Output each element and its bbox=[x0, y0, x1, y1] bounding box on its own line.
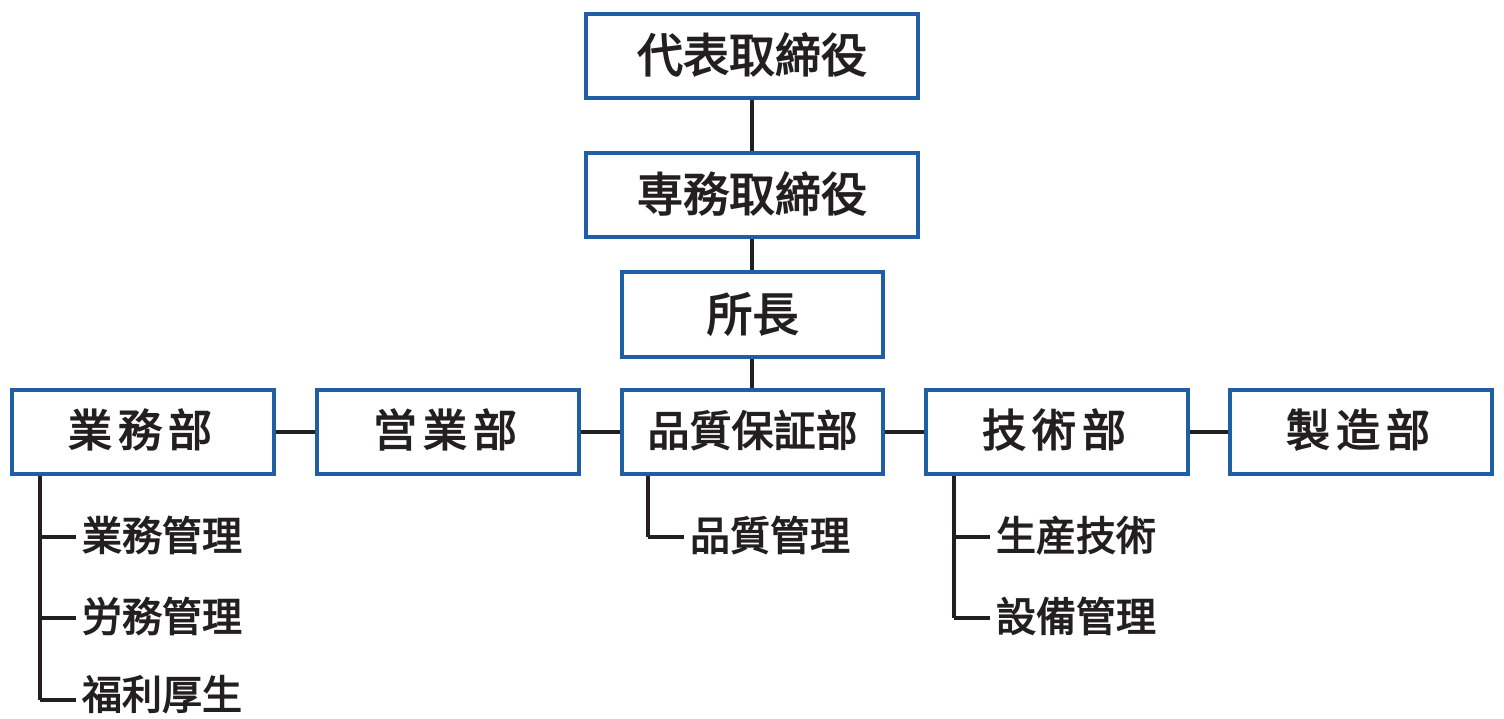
ceo-box: 代表取締役 bbox=[584, 12, 920, 100]
quality-section-item: 品質管理 bbox=[690, 514, 850, 560]
senior-director-label: 専務取締役 bbox=[637, 168, 867, 222]
dept-sales-box: 営業部 bbox=[315, 388, 581, 476]
business-section-item: 福利厚生 bbox=[82, 673, 242, 719]
engineering-section-item: 設備管理 bbox=[996, 595, 1156, 641]
dept-quality-box: 品質保証部 bbox=[620, 388, 885, 476]
dept-sales-label: 営業部 bbox=[373, 406, 523, 457]
business-section-item: 労務管理 bbox=[82, 595, 242, 641]
business-section-item: 業務管理 bbox=[82, 514, 242, 560]
dept-engineering-label: 技術部 bbox=[982, 406, 1132, 457]
dept-quality-label: 品質保証部 bbox=[647, 407, 858, 456]
dept-manufacturing-label: 製造部 bbox=[1286, 406, 1436, 457]
plant-manager-box: 所長 bbox=[620, 270, 885, 359]
dept-business-box: 業務部 bbox=[10, 388, 276, 476]
ceo-label: 代表取締役 bbox=[637, 29, 867, 83]
dept-engineering-box: 技術部 bbox=[924, 388, 1190, 476]
dept-manufacturing-box: 製造部 bbox=[1228, 388, 1494, 476]
engineering-section-item: 生産技術 bbox=[996, 514, 1156, 560]
plant-manager-label: 所長 bbox=[706, 287, 799, 342]
senior-director-box: 専務取締役 bbox=[584, 151, 920, 239]
dept-business-label: 業務部 bbox=[68, 406, 218, 457]
